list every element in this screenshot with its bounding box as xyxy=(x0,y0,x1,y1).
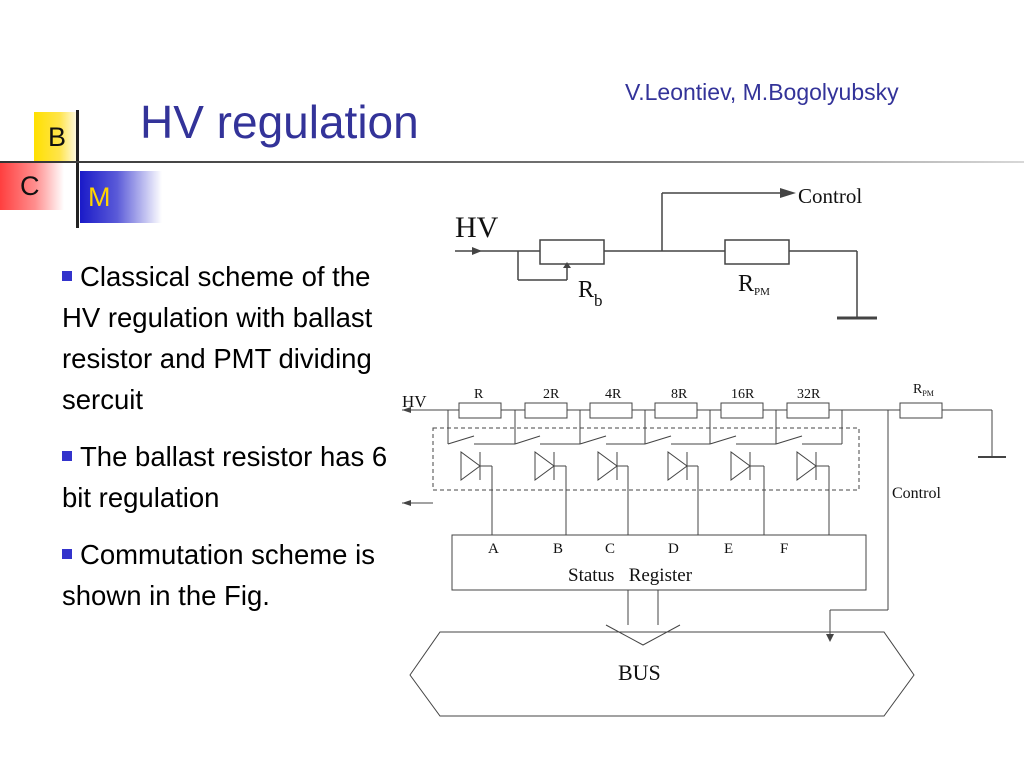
top-circuit: HV Control Rb RPM xyxy=(455,184,877,320)
bottom-circuit: HV R 2R 4R 8R 16R 32R RPM xyxy=(402,382,1006,717)
resistor-label: 4R xyxy=(605,387,622,402)
bullet-text: Classical scheme of the HV regulation wi… xyxy=(62,261,373,415)
register-bit-label: B xyxy=(553,541,563,557)
logo-letter-b: B xyxy=(48,122,67,152)
top-rpm-label: RPM xyxy=(738,271,770,298)
slide-title: HV regulation xyxy=(140,96,419,148)
switch-cell-a xyxy=(447,410,515,535)
bullet-text: Commutation scheme is shown in the Fig. xyxy=(62,539,375,611)
slide-authors: V.Leontiev, M.Bogolyubsky xyxy=(625,79,899,105)
bullet-square-icon xyxy=(62,548,72,559)
bullet-list: Classical scheme of the HV regulation wi… xyxy=(62,256,392,632)
bus-shape xyxy=(409,631,915,717)
switch-cell-e xyxy=(709,410,776,535)
status-register-label: Status Register xyxy=(568,565,693,586)
bit-resistor-4r xyxy=(589,402,633,419)
resistor-label: R xyxy=(474,387,484,402)
bullet-square-icon xyxy=(62,270,72,281)
bottom-hv-arrow-icon xyxy=(402,407,411,413)
control-arrow-icon xyxy=(826,634,834,642)
bit-resistor-2r xyxy=(524,402,568,419)
bit-resistor-8r xyxy=(654,402,698,419)
bottom-rpm-label: RPM xyxy=(913,382,934,398)
status-register-box xyxy=(451,534,867,591)
bullet-square-icon xyxy=(62,450,72,461)
top-rb-label: Rb xyxy=(578,277,603,310)
circuit-diagram: HV Control Rb RPM HV xyxy=(402,184,1006,717)
bit-resistor-r xyxy=(458,402,502,419)
title-underline-rule xyxy=(0,161,1024,163)
top-control-arrow-icon xyxy=(780,188,796,198)
top-rb-wiper-arrow-icon xyxy=(563,262,571,268)
switch-cell-f xyxy=(775,410,843,535)
top-rb-resistor xyxy=(539,239,605,265)
register-bit-label: F xyxy=(780,541,788,557)
bottom-control-label: Control xyxy=(892,485,941,502)
register-bit-label: D xyxy=(668,541,679,557)
switch-cell-d xyxy=(644,410,710,535)
bit-resistor-32r xyxy=(786,402,830,419)
top-rpm-resistor xyxy=(724,239,790,265)
switch-cell-c xyxy=(579,410,645,535)
register-bit-label: C xyxy=(605,541,615,557)
register-bit-label: E xyxy=(724,541,733,557)
switch-cell-b xyxy=(514,410,580,535)
logo-vertical-rule xyxy=(76,110,79,228)
bullet-item: The ballast resistor has 6 bit regulatio… xyxy=(62,436,392,518)
bit-resistor-16r xyxy=(720,402,764,419)
resistor-label: 2R xyxy=(543,387,560,402)
resistor-label: 32R xyxy=(797,387,821,402)
logo-letter-c: C xyxy=(20,171,40,201)
top-control-label: Control xyxy=(798,184,862,208)
switch-input-arrow-icon xyxy=(402,500,411,506)
logo-block-b: B xyxy=(34,112,80,162)
switch-group-box xyxy=(432,427,860,491)
bus-label: BUS xyxy=(618,660,661,685)
bottom-rpm-resistor xyxy=(899,402,943,419)
bullet-item: Commutation scheme is shown in the Fig. xyxy=(62,534,392,616)
resistor-label: 16R xyxy=(731,387,755,402)
logo-block-c: C xyxy=(0,162,64,210)
bullet-item: Classical scheme of the HV regulation wi… xyxy=(62,256,392,420)
bottom-hv-label: HV xyxy=(402,392,427,411)
bus-connector-arrow-icon xyxy=(605,624,681,646)
logo-letter-m: M xyxy=(88,182,111,212)
bullet-text: The ballast resistor has 6 bit regulatio… xyxy=(62,441,388,513)
top-hv-label: HV xyxy=(455,211,499,244)
logo-block-m: M xyxy=(80,171,162,223)
register-bit-label: A xyxy=(488,541,499,557)
top-hv-arrow-icon xyxy=(472,247,482,255)
resistor-label: 8R xyxy=(671,387,688,402)
